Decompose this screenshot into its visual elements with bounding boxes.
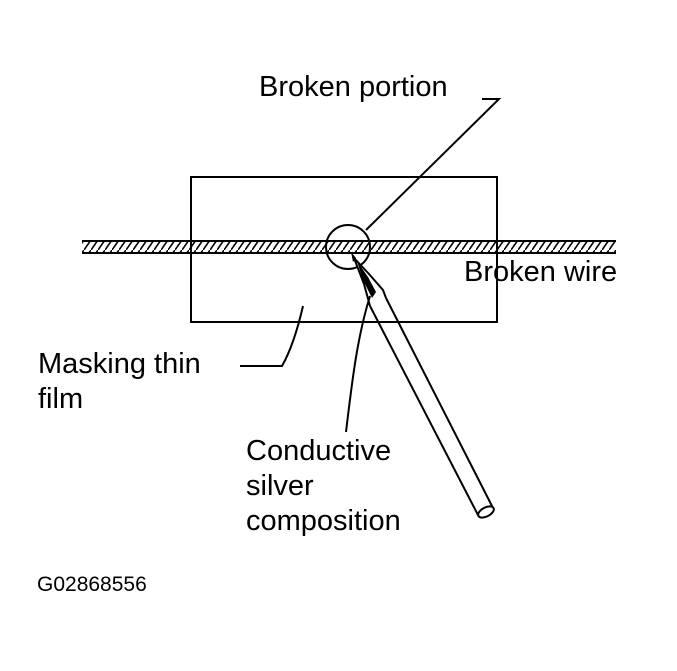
broken-wire-label: Broken wire xyxy=(464,256,618,288)
silver-composition-label: Conductive silver composition xyxy=(246,434,401,539)
broken-portion-circle xyxy=(325,224,371,270)
silver-composition-label-line2: silver xyxy=(246,470,314,502)
broken-portion-leader xyxy=(365,98,502,231)
masking-film-label-line1: Masking thin xyxy=(38,348,201,380)
silver-composition-label-line1: Conductive xyxy=(246,435,392,467)
masking-film-leader xyxy=(240,305,304,367)
broken-wire xyxy=(82,240,616,254)
silver-composition-leader xyxy=(345,295,371,433)
broken-portion-label: Broken portion xyxy=(259,71,448,103)
masking-film-label-line2: film xyxy=(38,383,84,415)
applicator-pen xyxy=(351,252,495,519)
masking-film-label: Masking thin film xyxy=(38,347,201,417)
figure-code: G02868556 xyxy=(37,573,147,596)
silver-composition-label-line3: composition xyxy=(246,505,401,537)
